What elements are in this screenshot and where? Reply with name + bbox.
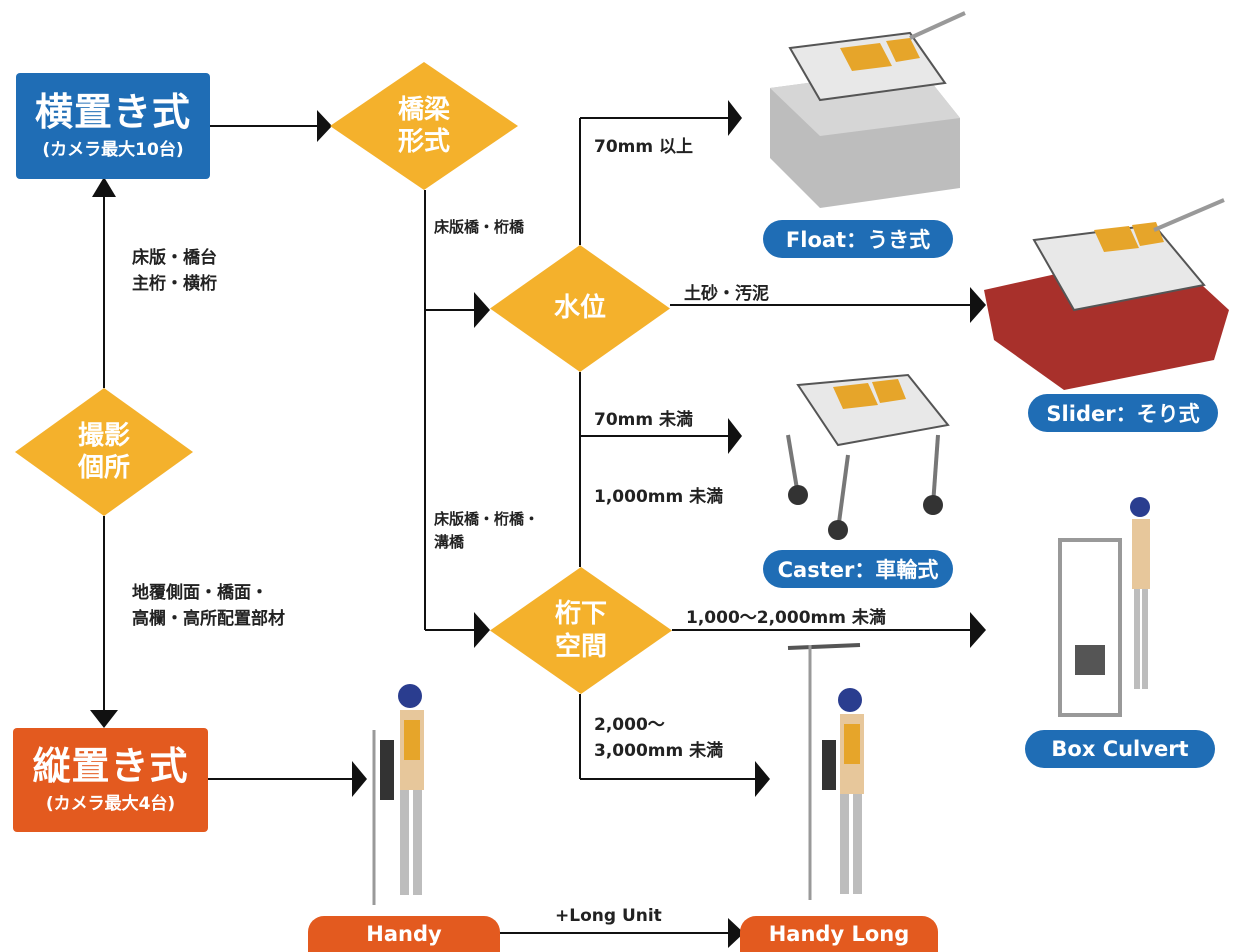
horizontal-mount-box: 横置き式 (カメラ最大10台) xyxy=(16,73,210,179)
box-culvert-label: Box Culvert xyxy=(1025,730,1215,768)
slider-label: Slider：そり式 xyxy=(1028,394,1218,432)
label-vertical-targets: 地覆側面・橋面・ 高欄・高所配置部材 xyxy=(132,583,285,630)
caster-device-image xyxy=(786,373,950,540)
label-1000-2000mm: 1,000～2,000mm 未満 xyxy=(686,608,886,628)
handy-long-label: Handy Long xyxy=(740,916,938,952)
bridge-type-label: 橋梁 形式 xyxy=(397,94,450,158)
under-girder-space-label: 桁下 空間 xyxy=(554,599,607,662)
label-2000-3000mm: 2,000～ 3,000mm 未満 xyxy=(594,715,724,762)
handy-long-device-image xyxy=(787,643,864,900)
bridge-type-diamond: 橋梁 形式 xyxy=(330,62,518,190)
vertical-mount-box: 縦置き式 (カメラ最大4台) xyxy=(13,728,208,832)
vertical-mount-title: 縦置き式 xyxy=(32,743,189,788)
label-horizontal-targets: 床版・橋台 主桁・横桁 xyxy=(132,248,217,295)
label-under-70mm: 70mm 未満 xyxy=(594,410,694,430)
shooting-location-diamond: 撮影 個所 xyxy=(15,388,193,516)
under-girder-space-diamond: 桁下 空間 xyxy=(490,567,672,694)
label-slab-girder: 床版橋・桁橋 xyxy=(434,218,525,236)
label-over-70mm: 70mm 以上 xyxy=(594,137,694,157)
label-long-unit: +Long Unit xyxy=(555,906,662,926)
caster-label: Caster：車輪式 xyxy=(763,550,953,588)
horizontal-mount-subtitle: (カメラ最大10台) xyxy=(42,140,184,161)
float-device-image xyxy=(770,11,966,208)
horizontal-mount-title: 横置き式 xyxy=(34,89,191,134)
handy-label: Handy xyxy=(308,916,500,952)
water-level-diamond: 水位 xyxy=(490,245,670,372)
label-slab-girder-culvert: 床版橋・桁橋・ 溝橋 xyxy=(434,510,540,552)
shooting-location-label: 撮影 個所 xyxy=(77,420,130,484)
label-sediment: 土砂・汚泥 xyxy=(684,284,769,304)
float-label: Float：うき式 xyxy=(763,220,953,258)
slider-device-image xyxy=(984,198,1229,390)
vertical-mount-subtitle: (カメラ最大4台) xyxy=(45,794,176,815)
water-level-label: 水位 xyxy=(553,293,606,324)
handy-device-image xyxy=(372,684,424,905)
box-culvert-device-image xyxy=(1058,497,1150,717)
label-under-1000mm: 1,000mm 未満 xyxy=(594,487,724,507)
